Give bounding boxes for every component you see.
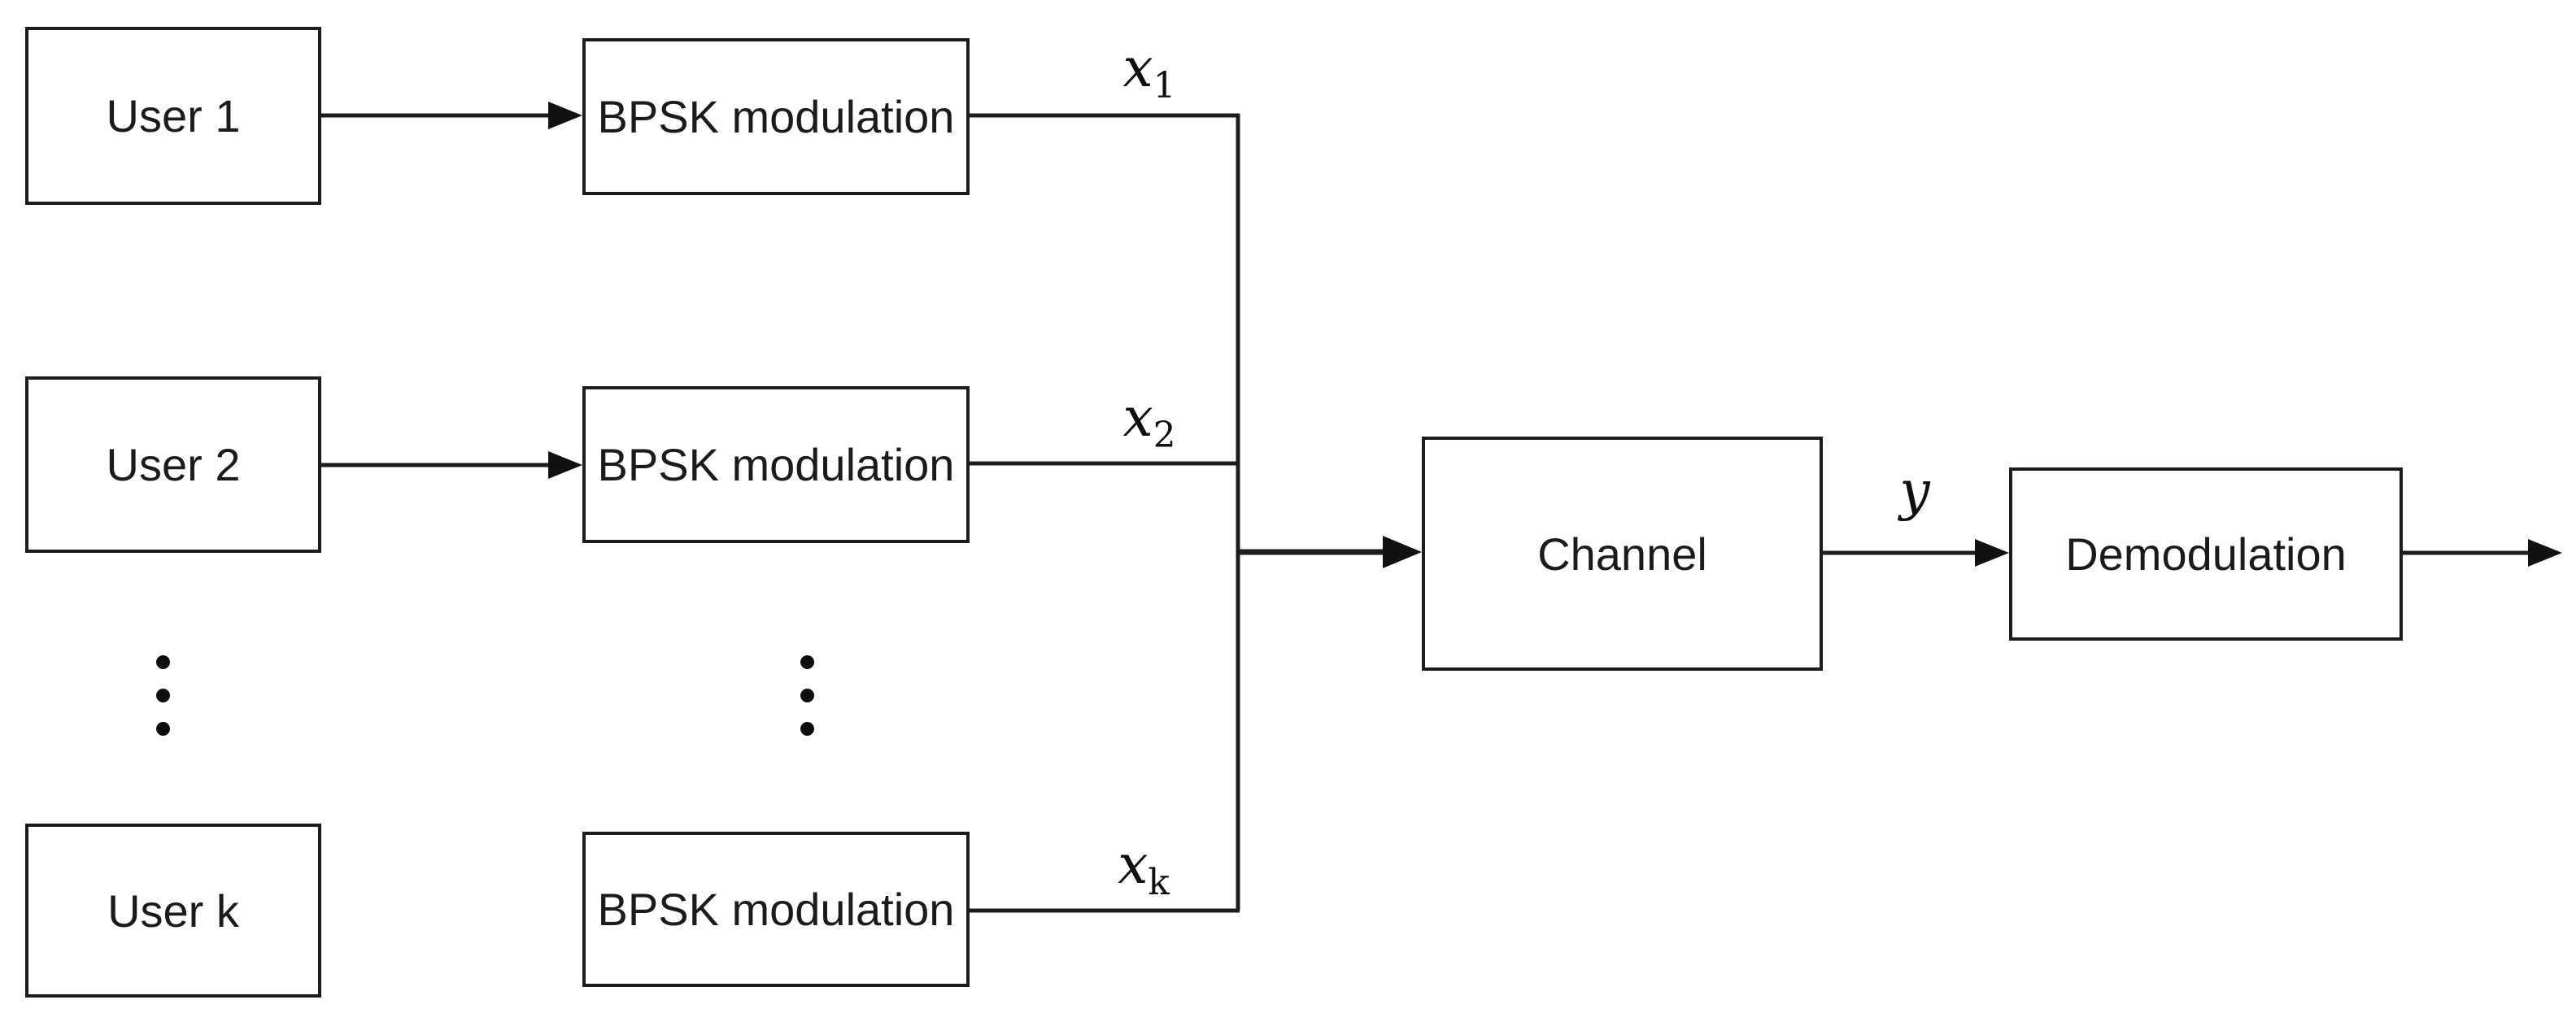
bpsk1-label: BPSK modulation [597,91,955,142]
ellipsis-dot [156,655,170,669]
user2-label: User 2 [106,439,241,490]
signal-x1-base: x [1122,37,1153,99]
vertical-ellipsis-icon-modulators [800,655,814,736]
signal-label-y: y [1899,459,1930,522]
userk-label: User k [107,885,239,937]
signal-x1-subscript: 1 [1153,66,1176,107]
signal-x2-base: x [1122,386,1153,449]
arrowhead-channel-to-demodulation [1975,539,2009,567]
signal-label-x2: x2 [1122,386,1176,454]
signal-y-base: y [1899,459,1930,522]
ellipsis-dot [800,689,814,702]
arrowhead-collector-to-channel [1383,536,1422,568]
userk-box: User k [25,824,321,998]
ellipsis-dot [800,722,814,736]
arrowhead-user1-to-bpsk1 [548,102,582,129]
signal-label-xk: xk [1118,833,1170,901]
signal-xk-base: x [1118,833,1149,896]
channel-box: Channel [1422,437,1823,671]
ellipsis-dot [156,722,170,736]
ellipsis-dot [800,655,814,669]
ellipsis-dot [156,689,170,702]
arrowhead-user2-to-bpsk2 [548,451,582,479]
demodulation-label: Demodulation [2065,528,2347,580]
signal-xk-subscript: k [1148,863,1170,904]
vertical-ellipsis-icon-users [156,655,170,736]
user1-label: User 1 [106,90,241,141]
bpsk1-box: BPSK modulation [582,38,970,195]
demodulation-box: Demodulation [2009,467,2403,641]
bpsk2-box: BPSK modulation [582,386,970,543]
bpsk2-label: BPSK modulation [597,439,955,490]
channel-label: Channel [1537,528,1707,580]
arrowhead-demodulation-output [2528,539,2562,567]
signal-x2-subscript: 2 [1153,415,1176,457]
bpsk3-label: BPSK modulation [597,884,955,935]
bpsk3-box: BPSK modulation [582,832,970,987]
user2-box: User 2 [25,376,321,553]
user1-box: User 1 [25,27,321,205]
signal-label-x1: x1 [1122,37,1176,104]
